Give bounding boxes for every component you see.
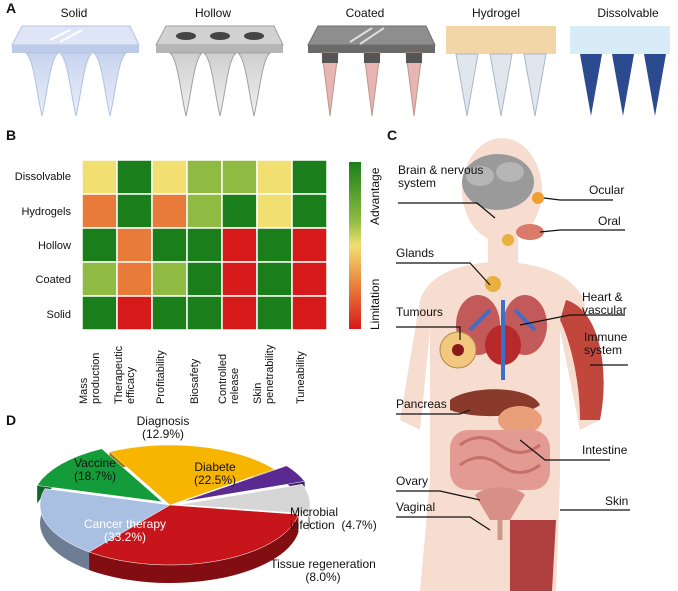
pie-label-diabete: Diabete (22.5%) — [193, 460, 237, 487]
heatmap-col-label: Controlled release — [217, 353, 241, 404]
heatmap-col-label: Biosafety — [189, 358, 201, 404]
heatmap-cell — [256, 295, 293, 331]
heatmap-col-label: Mass production — [78, 352, 102, 404]
heatmap-colorbar — [349, 162, 361, 329]
heatmap-cell — [221, 295, 258, 331]
heatmap-row-label: Dissolvable — [14, 171, 71, 183]
body-label-tumours: Tumours — [396, 305, 443, 319]
body-label-vaginal: Vaginal — [396, 500, 436, 514]
heatmap-cell — [221, 227, 258, 263]
heatmap-cell — [151, 227, 188, 263]
body-silhouette-icon — [400, 138, 600, 591]
colorbar-label-advantage: Advantage — [368, 167, 382, 225]
heatmap-row-label: Hydrogels — [21, 206, 71, 218]
pie-label-microbial: Microbial infection (4.7%) — [290, 505, 377, 532]
panel-letter-d: D — [6, 412, 17, 428]
microneedle-illustrations — [11, 25, 670, 117]
heatmap-row-label: Hollow — [37, 240, 71, 252]
heatmap-cell — [81, 295, 118, 331]
dissolvable-microneedle-icon — [570, 26, 670, 116]
heatmap-col-label: Therapeutic efficacy — [113, 345, 137, 404]
heatmap-cell — [81, 227, 118, 263]
heatmap-cell — [151, 261, 188, 297]
leg-muscle-icon — [510, 520, 556, 591]
body-label-oral: Oral — [598, 214, 621, 228]
vessel-icon — [468, 300, 537, 380]
body-label-skin: Skin — [605, 494, 629, 508]
heatmap-cell — [151, 193, 188, 229]
solid-microneedle-icon — [11, 25, 140, 117]
heatmap-cell — [291, 227, 328, 263]
body-label-pancreas: Pancreas — [396, 397, 447, 411]
heatmap-cell — [186, 193, 223, 229]
arm-muscle-icon — [560, 300, 604, 420]
heatmap-cell — [186, 159, 223, 195]
body-label-intestine: Intestine — [582, 443, 628, 457]
heatmap-cell — [256, 193, 293, 229]
heatmap-cell — [116, 295, 153, 331]
heatmap-cell — [81, 193, 118, 229]
coated-microneedle-icon — [307, 25, 436, 117]
heatmap-cell — [291, 261, 328, 297]
heatmap-cell — [81, 261, 118, 297]
heatmap-row-label: Coated — [35, 274, 71, 286]
pie-slice-side — [286, 465, 305, 500]
heatmap-cell — [256, 261, 293, 297]
heatmap-cell — [186, 227, 223, 263]
heatmap-cell — [256, 227, 293, 263]
pie-label-cancer: Cancer therapy (33.2%) — [83, 517, 167, 544]
eye-icon — [532, 192, 544, 204]
microneedle-label-hollow: Hollow — [194, 6, 231, 20]
colorbar-label-limitation: Limitation — [368, 278, 382, 330]
uterus-icon — [475, 487, 525, 540]
hydrogel-microneedle-icon — [446, 26, 556, 117]
breast-tumour-icon — [439, 331, 477, 369]
body-label-ovary: Ovary — [396, 474, 429, 488]
liver-icon — [450, 389, 540, 417]
panel-letter-b: B — [6, 127, 17, 143]
heatmap-cell — [221, 193, 258, 229]
microneedle-label-dissolvable: Dissolvable — [597, 6, 659, 20]
pie-label-diagnosis: Diagnosis (12.9%) — [136, 414, 190, 441]
hollow-microneedle-icon — [155, 25, 284, 117]
heatmap-cell — [291, 295, 328, 331]
heatmap-cell — [151, 295, 188, 331]
microneedle-label-coated: Coated — [345, 6, 385, 20]
heatmap-cell — [221, 159, 258, 195]
body-label-glands: Glands — [396, 246, 435, 260]
heatmap-col-label: Skin penetrability — [252, 344, 276, 404]
panel-letter-c: C — [387, 127, 398, 143]
stomach-icon — [498, 406, 542, 434]
heatmap-cell — [116, 227, 153, 263]
panel-letter-a: A — [6, 0, 17, 16]
body-label-heart: Heart & vascular — [582, 290, 627, 317]
pie-label-tissue: Tissue regeneration (8.0%) — [270, 557, 376, 584]
pie-label-vaccine: Vaccine (18.7%) — [73, 456, 117, 483]
heatmap-cell — [116, 193, 153, 229]
heatmap-cell — [186, 261, 223, 297]
body-label-brain: Brain & nervous system — [398, 163, 484, 190]
heatmap-col-label: Tuneability — [295, 351, 307, 404]
gland-icon — [485, 234, 514, 292]
heatmap-col-label: Profitability — [155, 350, 167, 404]
body-label-ocular: Ocular — [589, 183, 625, 197]
body-label-immune: Immune system — [584, 330, 628, 357]
microneedle-label-solid: Solid — [60, 6, 88, 20]
lungs-icon — [456, 295, 547, 355]
heatmap-cell — [256, 159, 293, 195]
heatmap-cell — [291, 193, 328, 229]
heatmap-cell — [186, 295, 223, 331]
heatmap-cell — [151, 159, 188, 195]
heart-icon — [485, 325, 521, 365]
heatmap-cell — [81, 159, 118, 195]
intestine-icon — [450, 430, 550, 490]
heatmap-row-label: Solid — [46, 309, 71, 321]
heatmap-cell — [291, 159, 328, 195]
heatmap-cell — [221, 261, 258, 297]
heatmap-cell — [116, 159, 153, 195]
microneedle-label-hydrogel: Hydrogel — [471, 6, 521, 20]
heatmap-cell — [116, 261, 153, 297]
mouth-icon — [516, 224, 544, 240]
